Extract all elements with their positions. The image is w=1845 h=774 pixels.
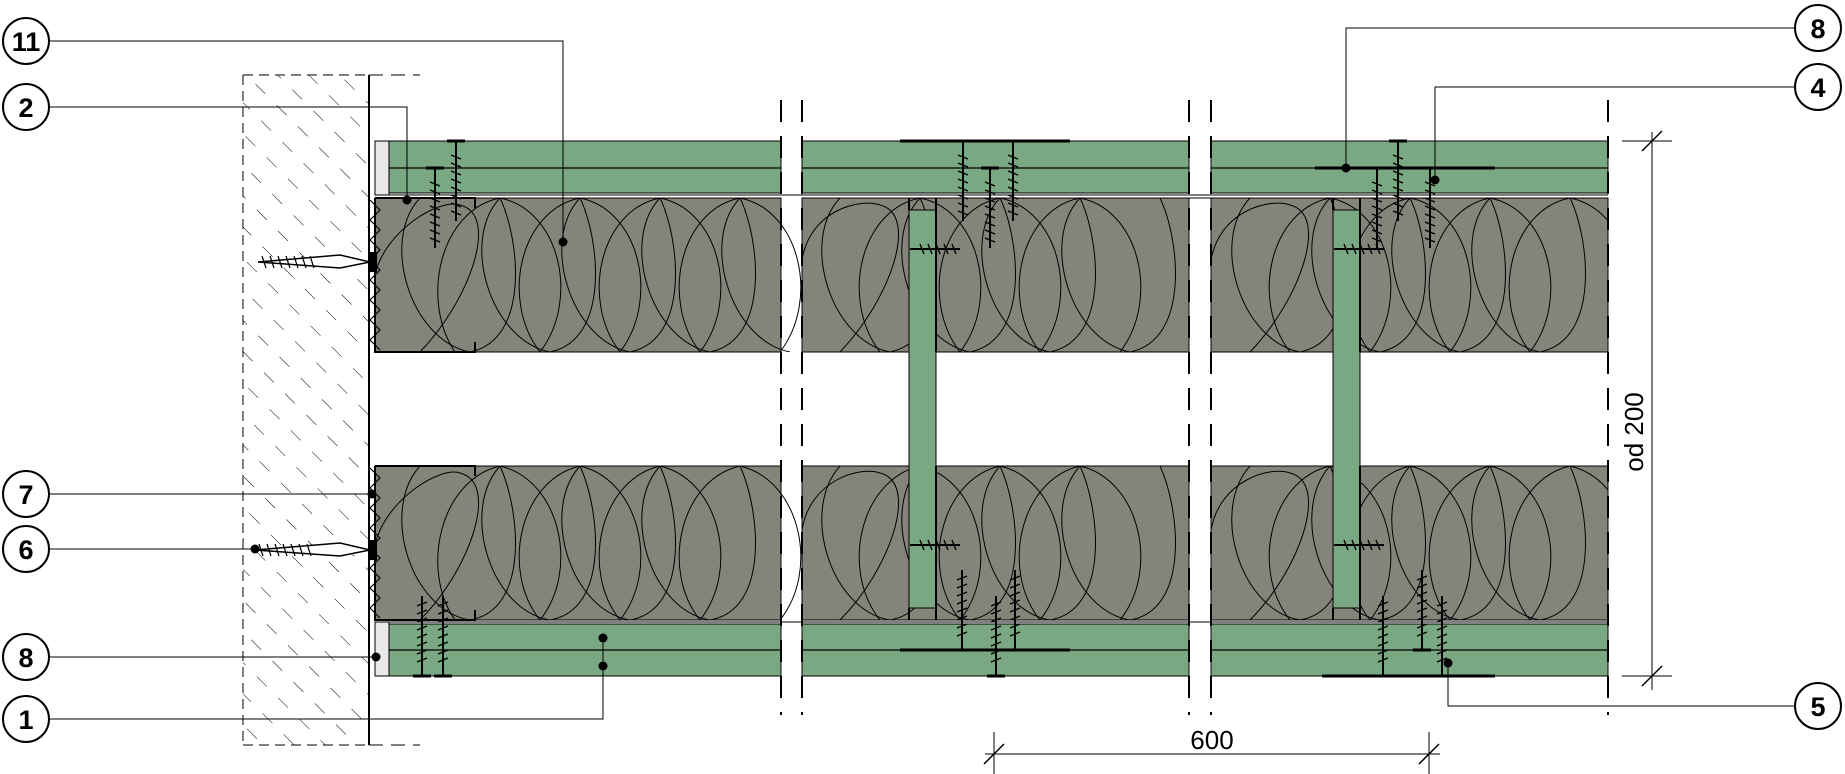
svg-text:2: 2: [18, 93, 33, 123]
stud-1: [908, 209, 937, 609]
svg-text:11: 11: [12, 27, 41, 57]
callout-4: 4: [1794, 63, 1842, 111]
callout-11: 11: [2, 17, 50, 65]
leader-dots: [250, 163, 1453, 671]
callout-5: 5: [1794, 682, 1842, 730]
svg-text:5: 5: [1810, 692, 1825, 722]
svg-text:od 200: od 200: [1619, 392, 1649, 472]
callout-1: 1: [2, 695, 50, 743]
svg-text:600: 600: [1190, 725, 1233, 755]
callout-2: 2: [2, 83, 50, 131]
callout-6: 6: [2, 525, 50, 573]
svg-text:8: 8: [18, 643, 33, 673]
svg-text:7: 7: [18, 480, 33, 510]
callout-7: 7: [2, 470, 50, 518]
break-lines: [780, 100, 1609, 715]
stud-2: [1332, 209, 1361, 609]
callout-8-left: 8: [2, 633, 50, 681]
insulation-top: [374, 197, 1609, 353]
insulation-bottom: [374, 465, 1609, 621]
callout-8-right: 8: [1794, 4, 1842, 52]
wall-anchor-icon: [254, 540, 377, 560]
svg-text:1: 1: [18, 705, 33, 735]
svg-text:4: 4: [1810, 73, 1825, 103]
dimension-wall-thickness: od 200: [1619, 130, 1672, 690]
dimension-stud-spacing: 600: [983, 725, 1440, 774]
wall-profile-seal-top: [369, 199, 381, 351]
seal-strip-top: [374, 140, 390, 196]
seal-strip-bottom: [374, 621, 390, 677]
masonry-wall: [242, 74, 420, 746]
svg-text:6: 6: [18, 535, 33, 565]
wall-anchor-icon: [257, 252, 377, 272]
svg-text:8: 8: [1810, 14, 1825, 44]
